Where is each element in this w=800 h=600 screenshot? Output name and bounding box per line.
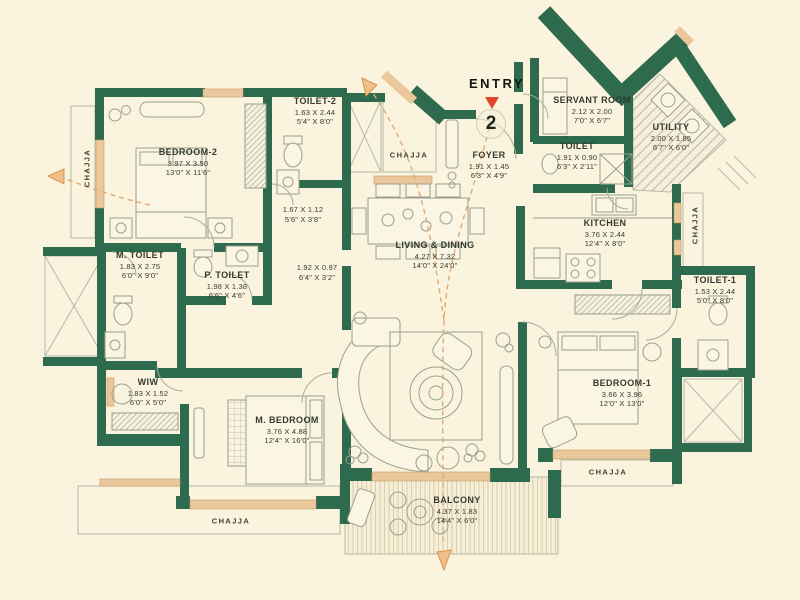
room-dim-imperial: 6'3" X 2'11": [556, 162, 598, 172]
passage-dim-imperial: 5'6" X 3'8": [284, 214, 322, 224]
passage-dim-metric: 1.92 X 0.97: [296, 263, 338, 272]
room-label-foyer: FOYER 1.91 X 1.45 6'3" X 4'9": [469, 150, 510, 181]
furniture-layer: [104, 77, 729, 536]
room-name: FOYER: [472, 150, 506, 160]
chajja-label-top: CHAJJA: [389, 150, 429, 160]
room-label-toilet2: TOILET-2 1.63 X 2.44 5'4" X 8'0": [294, 96, 337, 127]
room-label-m-toilet: M. TOILET 1.83 X 2.75 6'0" X 9'0": [116, 250, 164, 281]
room-name: UTILITY: [652, 122, 690, 132]
room-name: P. TOILET: [204, 270, 250, 280]
passage-dim-metric: 1.67 X 1.12: [282, 205, 324, 214]
room-dim-imperial: 14'4" X 6'0": [436, 516, 478, 526]
room-label-living-dining: LIVING & DINING 4.27 X 7.32 14'0" X 24'0…: [395, 240, 474, 271]
unit-number: 2: [476, 109, 506, 139]
room-label-m-bedroom: M. BEDROOM 3.76 X 4.88 12'4" X 16'0": [255, 415, 319, 446]
room-dim-metric: 1.91 X 1.45: [468, 161, 510, 171]
room-label-servant-toilet: TOILET 1.91 X 0.90 6'3" X 2'11": [557, 141, 598, 172]
room-dim-imperial: 6'0" X 5'0": [129, 398, 167, 408]
room-label-servant-room: SERVANT ROOM 2.12 X 2.00 7'0" X 6'7": [553, 95, 630, 126]
room-dim-imperial: 12'4" X 8'0": [584, 239, 626, 249]
room-label-toilet1: TOILET-1 1.53 X 2.44 5'0" X 8'0": [694, 275, 737, 306]
entry-label: ENTRY: [468, 76, 526, 91]
room-name: TOILET: [559, 141, 595, 151]
room-name: BALCONY: [433, 495, 481, 505]
room-dim-metric: 1.53 X 2.44: [694, 286, 736, 296]
chajja-label-bottom-right: CHAJJA: [588, 467, 628, 477]
room-name: TOILET-1: [693, 275, 737, 285]
windows-layer: [95, 26, 694, 510]
room-label-bedroom1: BEDROOM-1 3.66 X 3.96 12'0" X 13'0": [593, 378, 652, 409]
room-dim-metric: 2.12 X 2.00: [571, 106, 613, 116]
room-dim-imperial: 6'3" X 4'9": [470, 171, 508, 181]
room-dim-metric: 1.91 X 0.90: [556, 152, 598, 162]
room-dim-imperial: 14'0" X 24'0": [412, 261, 458, 271]
room-dim-metric: 3.76 X 4.88: [266, 426, 308, 436]
room-name: LIVING & DINING: [395, 240, 475, 250]
passage-dim-imperial: 6'4" X 3'2": [298, 272, 336, 282]
room-dim-metric: 1.83 X 2.75: [119, 261, 161, 271]
room-name: KITCHEN: [583, 218, 627, 228]
room-dim-imperial: 7'0" X 6'7": [573, 116, 611, 126]
room-name: BEDROOM-2: [158, 147, 218, 157]
room-label-utility: UTILITY 2.00 X 1.85 6'7" X 6'0": [651, 122, 692, 153]
entry-pin-icon: [485, 97, 499, 109]
room-name: M. TOILET: [116, 250, 164, 260]
room-dim-metric: 4.37 X 1.83: [436, 506, 478, 516]
room-dim-imperial: 12'0" X 13'0": [599, 399, 645, 409]
walls-layer: [43, 58, 755, 524]
room-name: WIW: [137, 377, 159, 387]
room-dim-metric: 3.76 X 2.44: [584, 229, 626, 239]
room-dim-metric: 3.97 X 3.50: [167, 158, 209, 168]
chajja-label-right: CHAJJA: [690, 205, 700, 245]
room-dim-imperial: 6'0" X 9'0": [121, 271, 159, 281]
room-dim-metric: 2.00 X 1.85: [650, 133, 692, 143]
room-name: M. BEDROOM: [255, 415, 319, 425]
room-dim-imperial: 6'7" X 6'0": [652, 143, 690, 153]
room-dim-imperial: 12'4" X 16'0": [264, 436, 310, 446]
passage-dim-2: 1.92 X 0.97 6'4" X 3'2": [297, 263, 338, 283]
room-label-wiw: WIW 1.83 X 1.52 6'0" X 5'0": [128, 377, 169, 408]
chajja-label-bottom-left: CHAJJA: [211, 516, 251, 526]
passage-dim-1: 1.67 X 1.12 5'6" X 3'8": [283, 205, 324, 225]
room-name: BEDROOM-1: [592, 378, 652, 388]
room-label-p-toilet: P. TOILET 1.98 X 1.38 6'6" X 4'6": [204, 270, 249, 301]
room-label-bedroom2: BEDROOM-2 3.97 X 3.50 13'0" X 11'6": [159, 147, 218, 178]
room-dim-metric: 3.66 X 3.96: [601, 389, 643, 399]
room-dim-imperial: 5'4" X 8'0": [296, 117, 334, 127]
door-arcs: [111, 93, 678, 404]
room-dim-metric: 4.27 X 7.32: [414, 251, 456, 261]
room-dim-metric: 1.98 X 1.38: [206, 281, 248, 291]
room-dim-imperial: 13'0" X 11'6": [165, 168, 211, 178]
room-dim-metric: 1.63 X 2.44: [294, 107, 336, 117]
room-dim-imperial: 6'6" X 4'6": [208, 291, 246, 301]
chajja-label-left: CHAJJA: [82, 148, 92, 188]
movement-arrows: [46, 77, 490, 572]
room-name: SERVANT ROOM: [553, 95, 631, 105]
walls-diagonal: [407, 6, 737, 129]
room-dim-imperial: 5'0" X 8'0": [696, 296, 734, 306]
room-dim-metric: 1.83 X 1.52: [127, 388, 169, 398]
room-name: TOILET-2: [293, 96, 337, 106]
room-label-balcony: BALCONY 4.37 X 1.83 14'4" X 6'0": [433, 495, 480, 526]
room-label-kitchen: KITCHEN 3.76 X 2.44 12'4" X 8'0": [584, 218, 627, 249]
